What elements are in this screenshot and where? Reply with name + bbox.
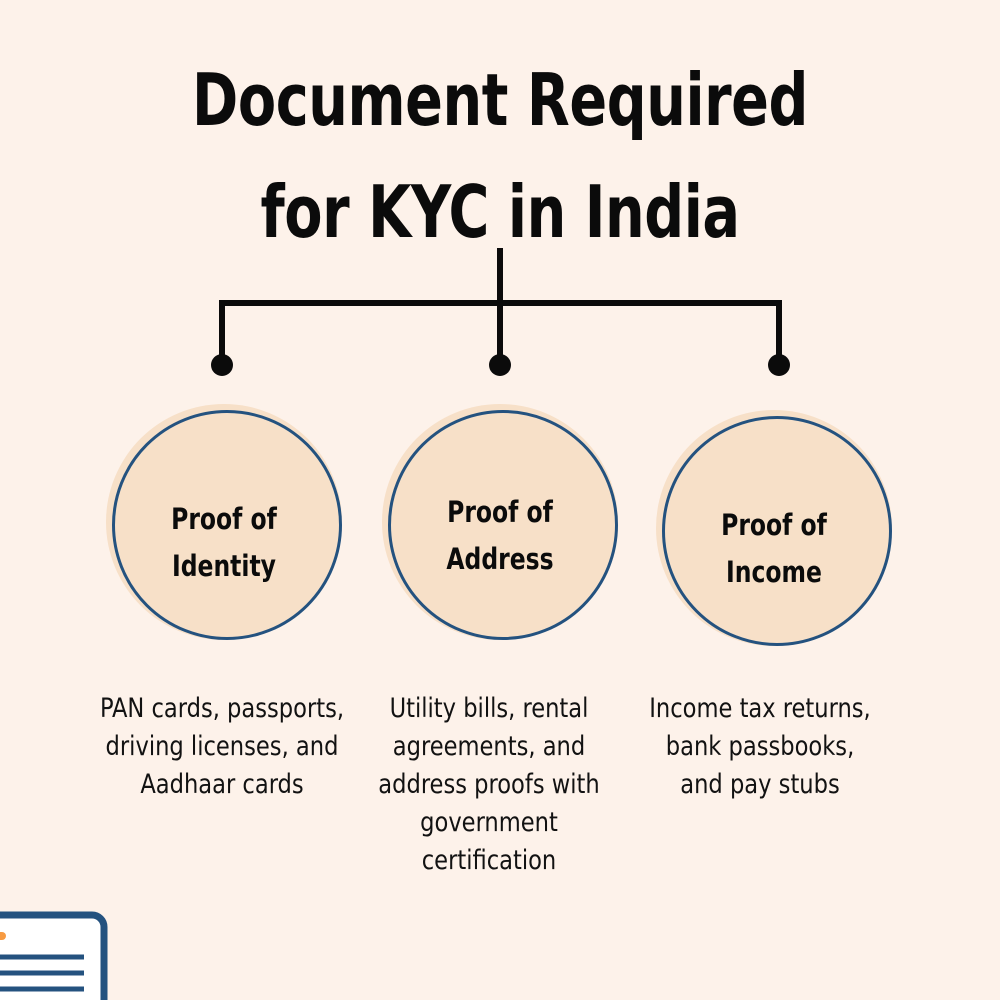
connector-dot-left [211, 354, 233, 376]
connector-dot-right [768, 354, 790, 376]
page-title: Document Required for KYC in India [70, 44, 930, 268]
node-label-line-2: Income [726, 555, 822, 589]
node-circle-ring [662, 416, 892, 646]
page-title-line-2: for KYC in India [260, 170, 740, 254]
node-label-line-1: Proof of [171, 502, 277, 536]
document-icon-accent-bar [0, 932, 6, 940]
document-icon-text-lines [0, 954, 84, 992]
node-proof-of-identity[interactable]: Proof of Identity [106, 404, 342, 640]
connector-dot-middle [489, 354, 511, 376]
node-label-line-2: Identity [171, 549, 276, 583]
node-label: Proof of Income [668, 502, 880, 596]
node-label-line-1: Proof of [721, 508, 827, 542]
description-proof-of-address: Utility bills, rental agreements, and ad… [367, 690, 611, 880]
document-icon [0, 911, 108, 1000]
node-label: Proof of Identity [118, 496, 330, 590]
description-text: Income tax returns, bank passbooks, and … [649, 693, 871, 800]
node-label-line-1: Proof of [447, 495, 553, 529]
description-text: PAN cards, passports, driving licenses, … [99, 693, 345, 800]
node-label: Proof of Address [394, 489, 606, 583]
page-title-line-1: Document Required [192, 58, 808, 142]
node-label-line-2: Address [446, 542, 554, 576]
node-proof-of-income[interactable]: Proof of Income [656, 410, 892, 646]
description-text: Utility bills, rental agreements, and ad… [378, 693, 600, 876]
node-circle-ring [388, 410, 618, 640]
document-icon-border [0, 911, 108, 1000]
node-circle-ring [112, 410, 342, 640]
node-proof-of-address[interactable]: Proof of Address [382, 404, 618, 640]
description-proof-of-identity: PAN cards, passports, driving licenses, … [96, 690, 349, 804]
description-proof-of-income: Income tax returns, bank passbooks, and … [648, 690, 871, 804]
